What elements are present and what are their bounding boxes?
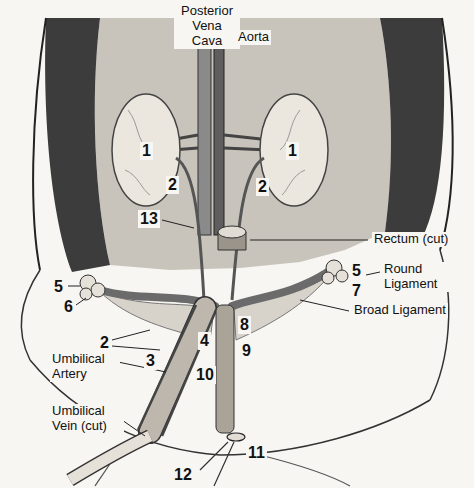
callout-number: 4 (198, 332, 211, 350)
body-outline (33, 18, 46, 270)
callout-number: 7 (350, 282, 363, 300)
part-label: Umbilical Vein (cut) (50, 404, 124, 434)
callout-number: 2 (256, 178, 269, 196)
callout-number: 1 (140, 142, 153, 160)
kidney (260, 94, 328, 206)
part-label: Aorta (236, 30, 271, 45)
renal-vessel (170, 135, 270, 150)
callout-number: 5 (52, 278, 65, 296)
umbilical-vein-outline (70, 436, 150, 480)
part-label: Posterior Vena Cava (174, 4, 240, 49)
body-wall (380, 18, 444, 238)
umbilical-vein (70, 436, 150, 480)
uterine-body (216, 305, 234, 433)
callout-number: 8 (238, 316, 251, 334)
callout-number: 1 (286, 142, 299, 160)
callout-number: 13 (138, 210, 160, 228)
callout-number: 10 (194, 366, 216, 384)
leader-line (200, 442, 234, 486)
callout-number: 12 (172, 466, 194, 484)
vena-cava (198, 40, 211, 235)
urogenital-opening (227, 433, 245, 441)
body-wall (45, 18, 110, 272)
broad-ligament (234, 275, 330, 340)
callout-number: 9 (240, 342, 253, 360)
part-label: Round Ligament (382, 262, 458, 292)
kidney-texture (125, 110, 305, 195)
body-outline (440, 18, 453, 250)
uterine-horn (232, 272, 328, 306)
aorta (214, 40, 224, 235)
part-label: Rectum (cut) (372, 232, 450, 247)
body-cavity (95, 18, 391, 270)
part-label: Umbilical Artery (50, 352, 120, 382)
callout-number: 11 (246, 444, 267, 462)
ureter (176, 158, 204, 300)
callout-number: 2 (166, 176, 179, 194)
part-label: Broad Ligament (352, 303, 448, 318)
umbilical-artery (162, 310, 216, 436)
skin-fold (260, 455, 350, 486)
umbilical-artery (138, 305, 196, 430)
skin-fold (21, 270, 40, 360)
callout-number: 3 (144, 352, 157, 370)
kidney (112, 94, 180, 206)
callout-number: 2 (98, 334, 111, 352)
callout-number: 6 (62, 298, 75, 316)
ovary (80, 260, 348, 300)
rectum-cut (218, 226, 246, 238)
callout-number: 5 (350, 262, 363, 280)
